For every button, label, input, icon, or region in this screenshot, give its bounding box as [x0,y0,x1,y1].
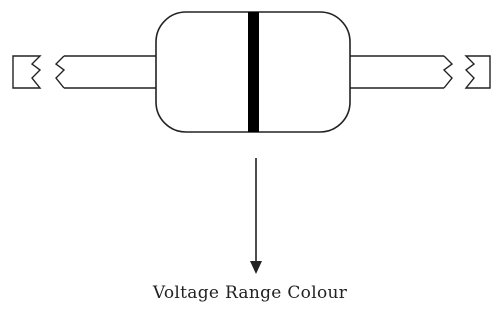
diagram-caption: Voltage Range Colour [152,283,348,303]
right-lead [348,55,491,89]
arrow-down-icon [250,158,262,274]
left-lead [12,55,158,89]
colour-band [248,12,259,132]
